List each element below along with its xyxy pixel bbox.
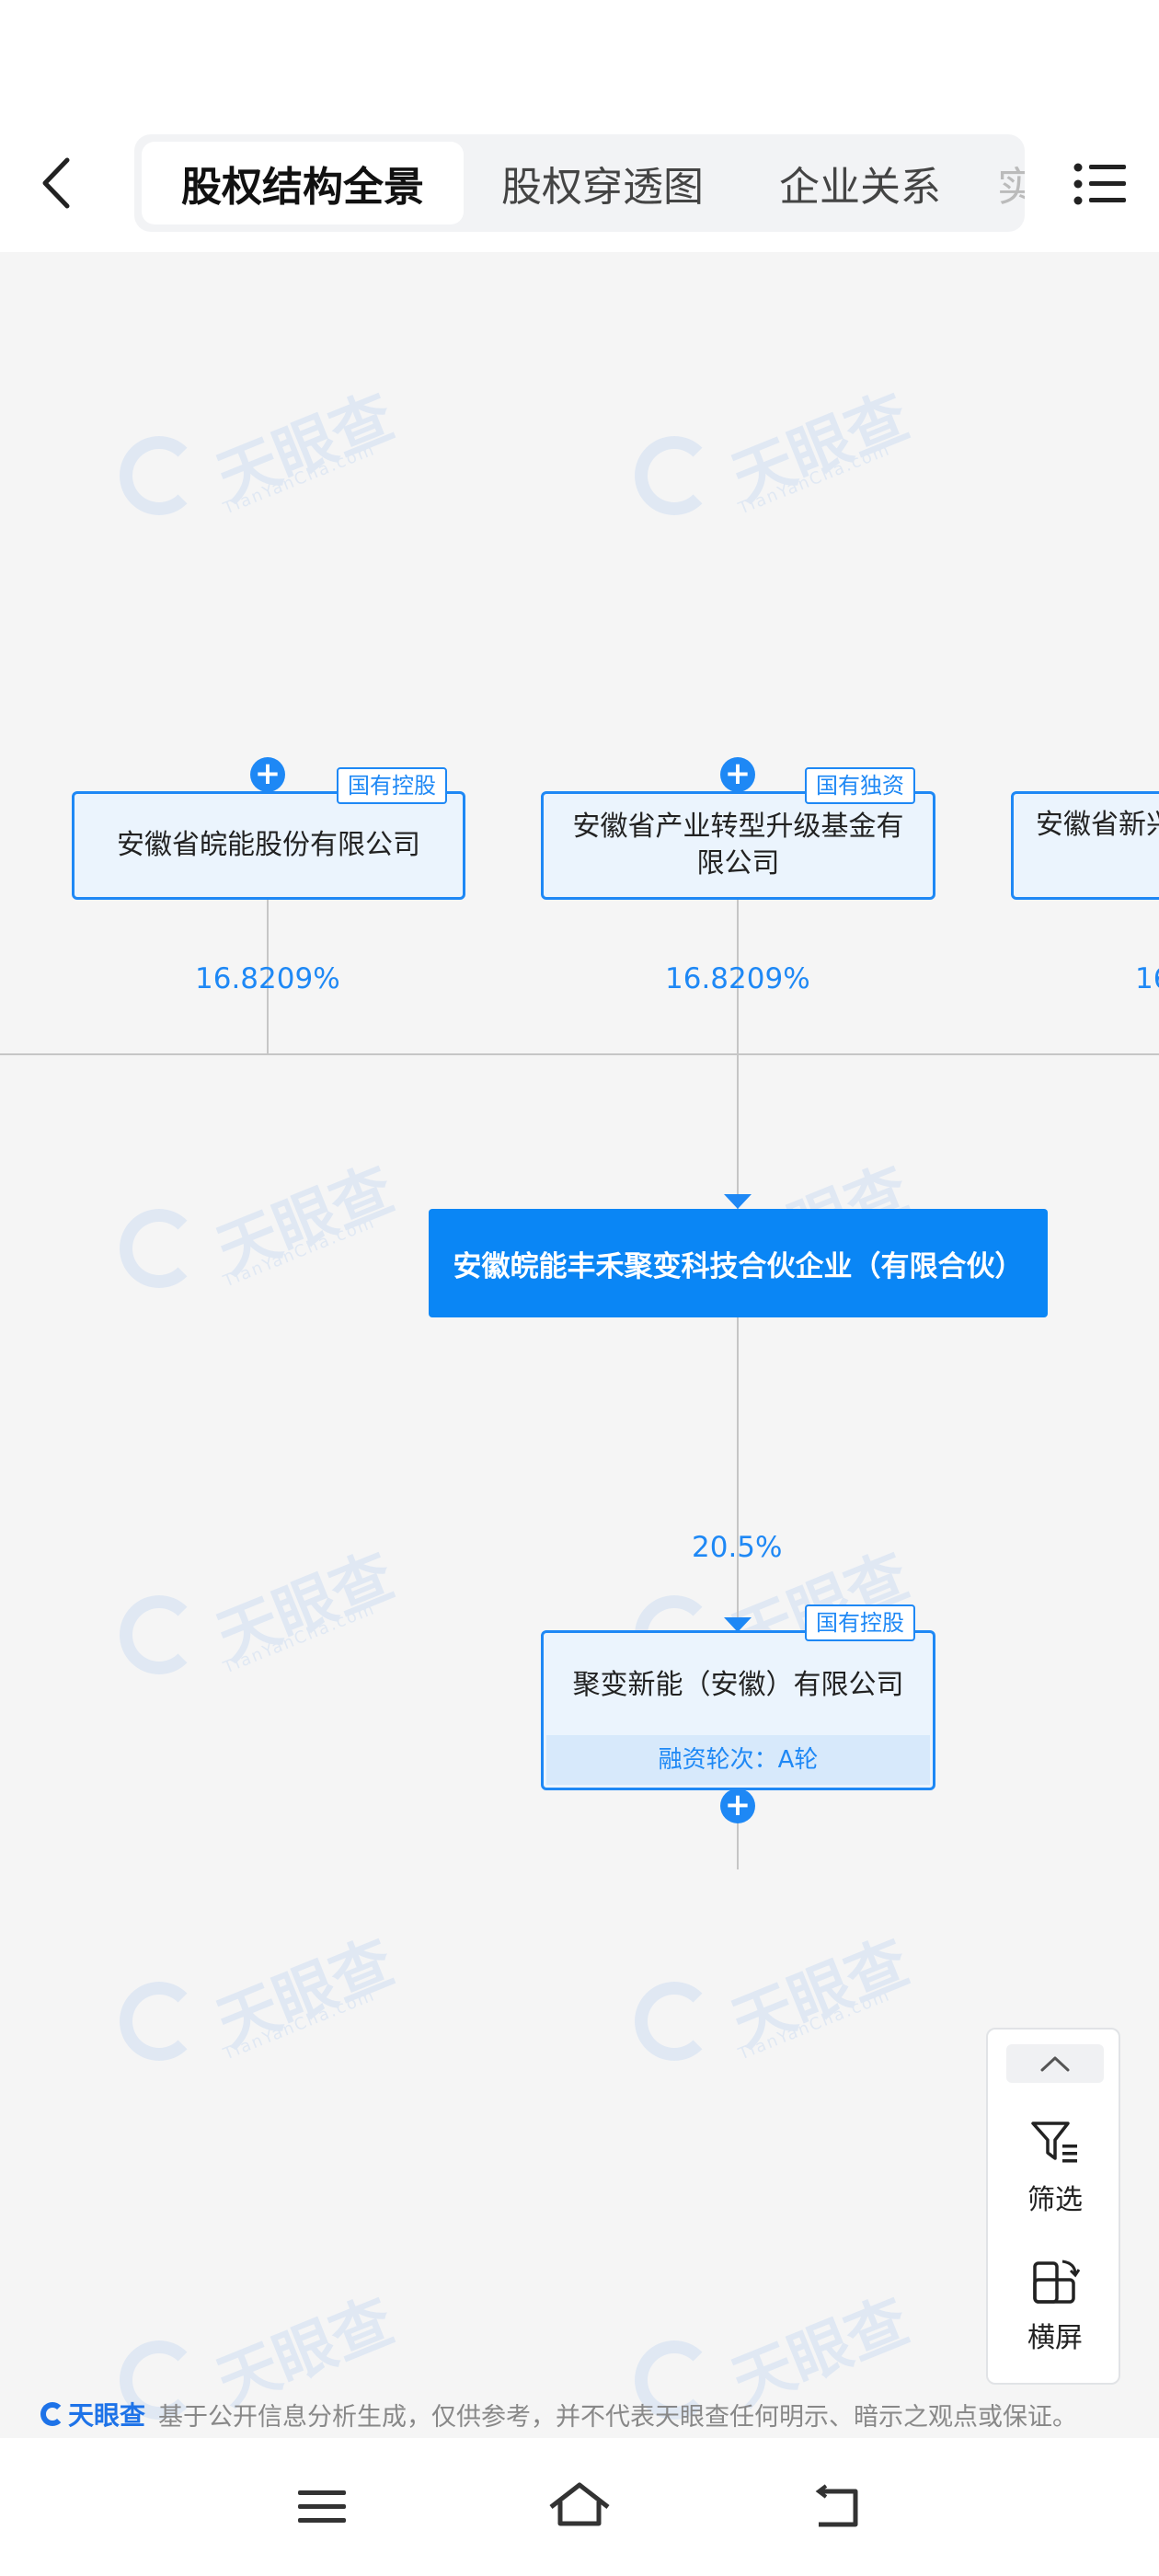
back-button[interactable] — [28, 152, 83, 214]
back-icon — [815, 2484, 858, 2527]
list-icon — [1073, 163, 1126, 205]
arrow-down-icon — [724, 1194, 752, 1209]
state-holding-tag: 国有控股 — [337, 767, 447, 804]
arrow-down-icon — [724, 1617, 752, 1632]
landscape-label: 横屏 — [1027, 2322, 1083, 2354]
tianyancha-logo-icon — [40, 2402, 64, 2426]
collapse-button[interactable] — [1006, 2044, 1104, 2083]
expand-plus-icon[interactable]: + — [720, 1788, 755, 1823]
recent-apps-button[interactable] — [285, 2479, 359, 2535]
connector-line — [0, 1053, 1159, 1055]
shareholding-percent: 16.8209% — [665, 962, 810, 995]
equity-graph-canvas[interactable]: 天眼查 TianYanCha.com 天眼查 TianYanCha.com 天眼… — [0, 252, 1159, 2438]
back-arrow-icon — [42, 157, 70, 209]
landscape-button[interactable]: 横屏 — [988, 2258, 1122, 2355]
connector-line — [737, 1317, 739, 1869]
system-nav-bar — [0, 2438, 1159, 2576]
shareholder-node[interactable]: 安徽省产业转型升级基金有限公司 — [541, 791, 935, 900]
investee-node[interactable]: 聚变新能（安徽）有限公司 融资轮次：A轮 — [541, 1630, 935, 1790]
investment-percent: 20.5% — [692, 1531, 783, 1564]
state-owned-tag: 国有独资 — [805, 767, 915, 804]
filter-icon — [1031, 2122, 1077, 2163]
filter-button[interactable]: 筛选 — [988, 2120, 1122, 2217]
shareholding-percent: 16.8209% — [195, 962, 340, 995]
menu-list-button[interactable] — [1069, 156, 1131, 212]
tianyancha-logo: 天眼查 — [40, 2396, 145, 2432]
home-icon — [549, 2482, 610, 2526]
floating-tool-panel: 筛选 横屏 — [986, 2028, 1120, 2385]
state-holding-tag: 国有控股 — [805, 1604, 915, 1641]
filter-label: 筛选 — [1027, 2184, 1083, 2216]
home-button[interactable] — [543, 2479, 616, 2535]
tab-enterprise-relations[interactable]: 企业关系 — [779, 164, 941, 211]
tab-bar: 股权结构全景 股权穿透图 企业关系 实 — [134, 134, 1025, 232]
main-entity-node[interactable]: 安徽皖能丰禾聚变科技合伙企业（有限合伙） — [429, 1209, 1048, 1317]
tab-equity-penetration[interactable]: 股权穿透图 — [501, 164, 704, 211]
expand-plus-icon[interactable]: + — [250, 757, 285, 792]
shareholder-name: 安徽省皖能股份有限公司 — [117, 829, 420, 861]
disclaimer-bar: 天眼查 基于公开信息分析生成，仅供参考，并不代表天眼查任何明示、暗示之观点或保证… — [40, 2396, 1077, 2432]
investee-name: 聚变新能（安徽）有限公司 — [572, 1669, 904, 1701]
shareholder-name: 安徽省新兴 — [1036, 809, 1159, 841]
tab-partial[interactable]: 实 — [997, 164, 1025, 211]
expand-plus-icon[interactable]: + — [720, 757, 755, 792]
rotate-screen-icon — [1033, 2260, 1081, 2304]
chevron-up-icon — [1040, 2056, 1070, 2072]
menu-icon — [298, 2490, 346, 2523]
financing-round: 融资轮次：A轮 — [546, 1735, 930, 1785]
connector-line — [267, 896, 269, 1054]
shareholder-node[interactable]: 安徽省新兴 — [1011, 791, 1159, 900]
back-nav-button[interactable] — [800, 2479, 874, 2535]
tab-equity-structure[interactable]: 股权结构全景 — [142, 142, 464, 224]
disclaimer-text: 基于公开信息分析生成，仅供参考，并不代表天眼查任何明示、暗示之观点或保证。 — [158, 2402, 1078, 2432]
shareholding-percent: 16 — [1135, 962, 1159, 995]
shareholder-name: 安徽省产业转型升级基金有限公司 — [572, 811, 904, 880]
connector-line — [737, 896, 739, 1459]
shareholder-node[interactable]: 安徽省皖能股份有限公司 — [72, 791, 465, 900]
